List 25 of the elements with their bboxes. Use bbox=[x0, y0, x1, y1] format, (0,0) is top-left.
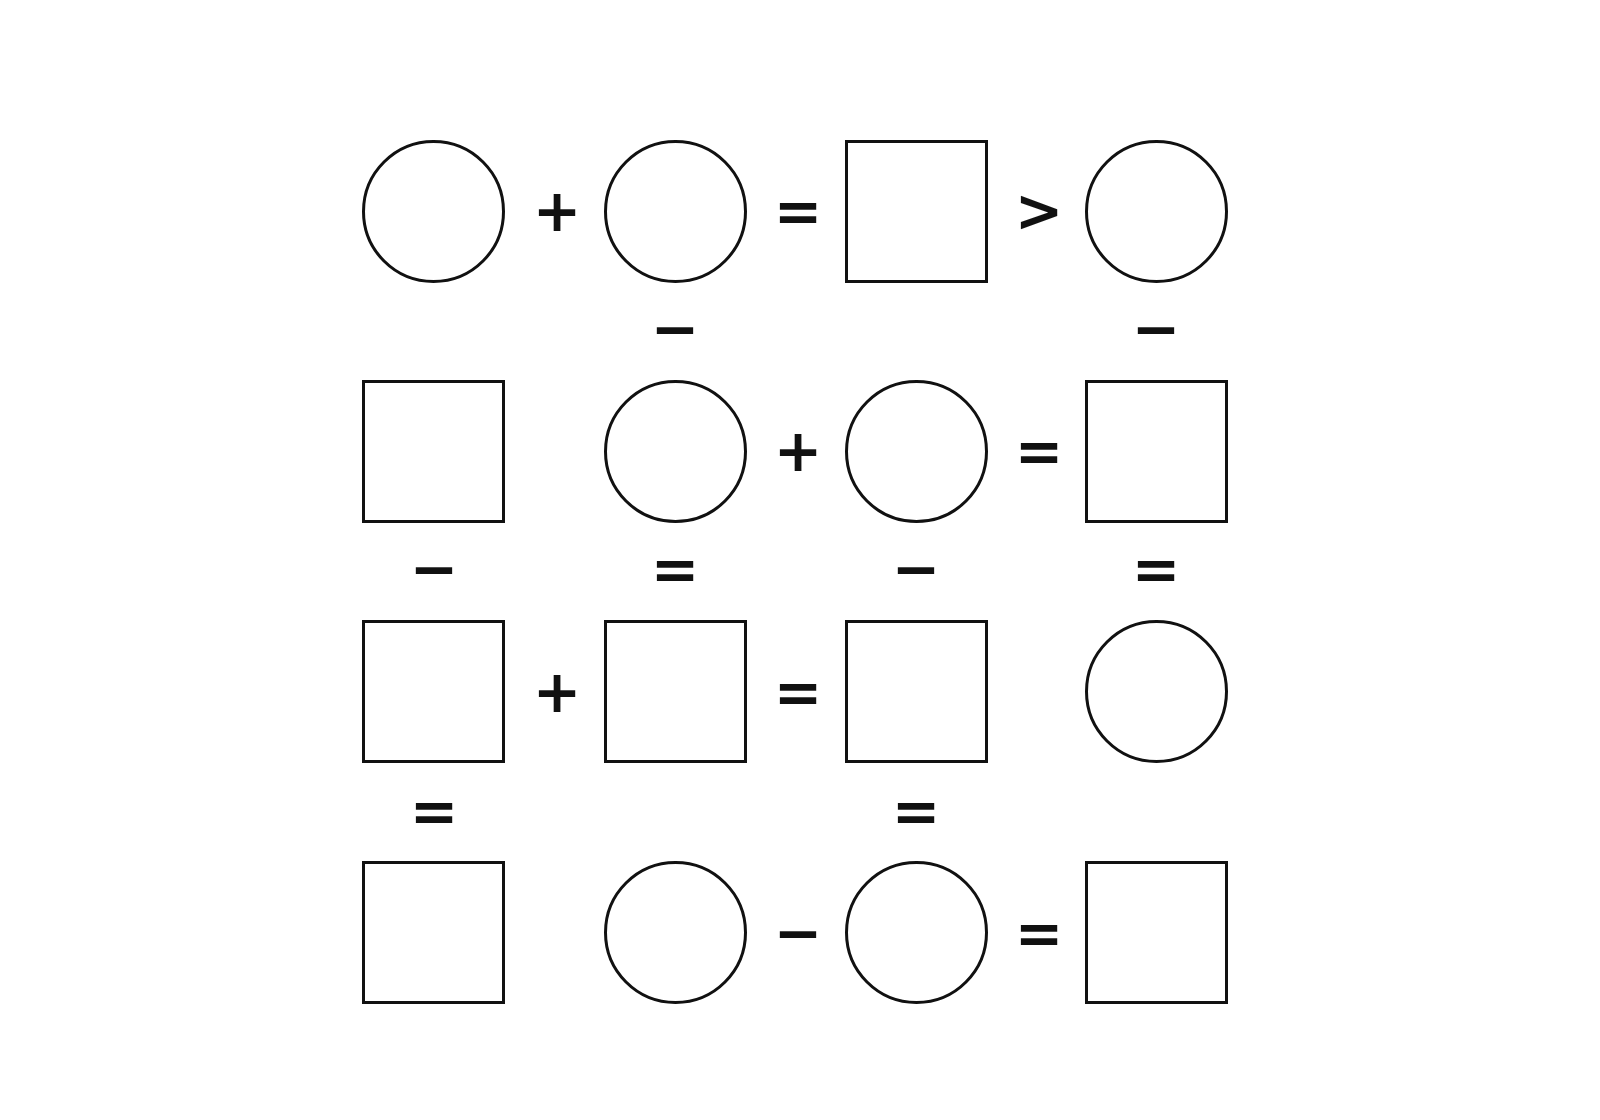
operator-sign: = bbox=[409, 782, 459, 840]
operator-sign: − bbox=[891, 540, 941, 598]
answer-box bbox=[362, 861, 505, 1004]
answer-box bbox=[362, 380, 505, 523]
operator-sign: = bbox=[773, 663, 823, 721]
operator-sign: − bbox=[773, 904, 823, 962]
answer-box bbox=[362, 620, 505, 763]
operator-sign: − bbox=[409, 540, 459, 598]
operator-sign: + bbox=[773, 422, 823, 480]
operator-sign: = bbox=[1131, 540, 1181, 598]
operator-sign: = bbox=[1014, 422, 1064, 480]
operator-sign: = bbox=[773, 182, 823, 240]
operator-sign: = bbox=[891, 782, 941, 840]
operator-sign: − bbox=[1131, 300, 1181, 358]
operator-sign: = bbox=[1014, 904, 1064, 962]
operator-sign: − bbox=[650, 300, 700, 358]
operator-sign: + bbox=[532, 663, 582, 721]
answer-box bbox=[845, 620, 988, 763]
operator-sign: + bbox=[532, 182, 582, 240]
answer-box bbox=[1085, 380, 1228, 523]
answer-box bbox=[1085, 861, 1228, 1004]
operator-sign: = bbox=[650, 540, 700, 598]
answer-box bbox=[604, 620, 747, 763]
answer-box bbox=[845, 140, 988, 283]
operator-sign: > bbox=[1014, 182, 1064, 240]
